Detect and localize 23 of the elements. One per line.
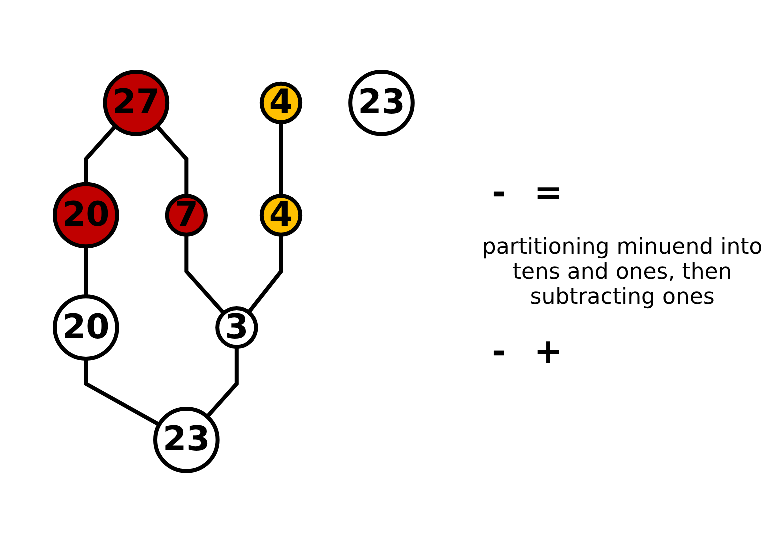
node-circle	[260, 82, 303, 125]
connector	[279, 122, 284, 196]
operator-sign: =	[534, 172, 563, 212]
node-circle	[154, 407, 220, 474]
node-circle	[216, 306, 258, 350]
node-circle	[165, 194, 208, 238]
operator-sign: -	[492, 332, 506, 372]
connector	[156, 125, 189, 196]
connector	[84, 125, 118, 185]
connector	[184, 235, 226, 316]
node-circle	[103, 70, 170, 137]
operator-sign: +	[534, 332, 563, 372]
node-circle	[53, 295, 120, 362]
node-circle	[53, 182, 120, 249]
operator-sign: -	[492, 172, 506, 212]
connector	[84, 359, 161, 428]
node-circle	[348, 70, 416, 137]
connector	[84, 247, 88, 297]
note-text: partitioning minuend into tens and ones, then subtracting ones	[481, 234, 764, 310]
node-circle	[260, 194, 303, 238]
connector	[206, 348, 240, 419]
number-bond-diagram: 27 4 23 20 7 4 20 3 23	[47, 64, 422, 480]
connector	[247, 235, 284, 314]
